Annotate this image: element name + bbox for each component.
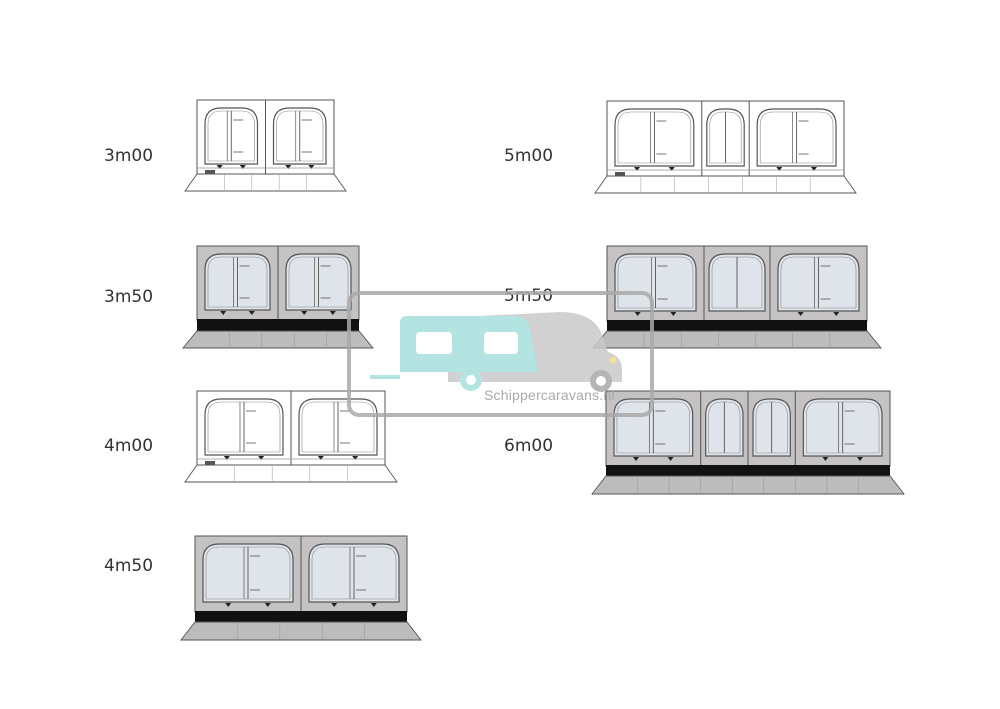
sill-arrow	[856, 457, 863, 461]
sill-arrow	[225, 603, 232, 607]
window-frame	[207, 110, 255, 162]
awning-3m00	[184, 99, 347, 192]
groundsheet	[184, 464, 398, 483]
skirt-band	[195, 611, 407, 622]
groundsheet	[592, 330, 882, 349]
size-label-5m00: 5m00	[504, 146, 554, 166]
wheel-hub-icon	[596, 376, 606, 386]
sill-arrow	[633, 457, 640, 461]
sill-arrow	[810, 167, 817, 171]
sill-arrow	[833, 312, 840, 316]
skirt-band	[607, 320, 867, 331]
sill-arrow	[248, 311, 255, 315]
sill-arrow	[634, 167, 641, 171]
sill-arrow	[317, 456, 324, 460]
window-frame	[616, 401, 690, 454]
window-frame	[755, 401, 788, 454]
badge-icon	[205, 461, 215, 465]
awning-6m00	[591, 390, 905, 495]
size-label-4m00: 4m00	[104, 436, 154, 456]
badge-icon	[205, 170, 215, 174]
caravan-window-icon	[416, 332, 452, 354]
skirt-band	[606, 465, 890, 476]
groundsheet	[182, 330, 374, 349]
awning-5m50	[592, 245, 882, 349]
sill-arrow	[352, 456, 359, 460]
sill-arrow	[370, 603, 377, 607]
sill-arrow	[216, 165, 223, 169]
awning-4m50	[180, 535, 422, 641]
sill-arrow	[670, 312, 677, 316]
window-frame	[276, 110, 324, 162]
window-frame	[709, 111, 742, 164]
groundsheet	[594, 175, 857, 194]
awning-3m50	[182, 245, 374, 349]
sill-arrow	[239, 165, 246, 169]
groundsheet	[184, 173, 347, 192]
sill-arrow	[285, 165, 292, 169]
wheel-hub-icon	[466, 375, 476, 385]
caravan-icon	[400, 316, 538, 372]
groundsheet	[180, 621, 422, 641]
window-frame	[311, 546, 397, 600]
window-frame	[205, 546, 291, 600]
window-frame	[617, 256, 694, 309]
sill-arrow	[822, 457, 829, 461]
window-frame	[617, 111, 692, 164]
watermark-text: Schippercaravans.nl	[484, 387, 615, 403]
sill-arrow	[667, 457, 674, 461]
size-label-3m00: 3m00	[104, 146, 154, 166]
sill-arrow	[331, 603, 338, 607]
sill-arrow	[301, 311, 308, 315]
sill-arrow	[668, 167, 675, 171]
sill-arrow	[308, 165, 315, 169]
sill-arrow	[776, 167, 783, 171]
badge-icon	[615, 172, 625, 176]
headlight-icon	[609, 356, 617, 364]
sill-arrow	[329, 311, 336, 315]
window-frame	[708, 401, 741, 454]
window-frame	[780, 256, 857, 309]
window-frame	[288, 256, 349, 308]
caravan-window-icon	[484, 332, 518, 354]
watermark-logo	[347, 291, 654, 417]
awning-4m00	[184, 390, 398, 483]
window-frame	[207, 256, 268, 308]
awning-5m00	[594, 100, 857, 194]
watermark-frame	[347, 291, 654, 417]
window-frame	[759, 111, 834, 164]
groundsheet	[591, 475, 905, 495]
window-frame	[806, 401, 880, 454]
window-frame	[207, 401, 281, 453]
sill-arrow	[634, 312, 641, 316]
sill-arrow	[258, 456, 265, 460]
size-label-3m50: 3m50	[104, 287, 154, 307]
window-frame	[301, 401, 375, 453]
size-label-4m50: 4m50	[104, 556, 154, 576]
sill-arrow	[264, 603, 271, 607]
skirt-band	[197, 319, 359, 331]
sill-arrow	[223, 456, 230, 460]
sill-arrow	[797, 312, 804, 316]
sill-arrow	[220, 311, 227, 315]
size-label-6m00: 6m00	[504, 436, 554, 456]
window-frame	[711, 256, 763, 309]
